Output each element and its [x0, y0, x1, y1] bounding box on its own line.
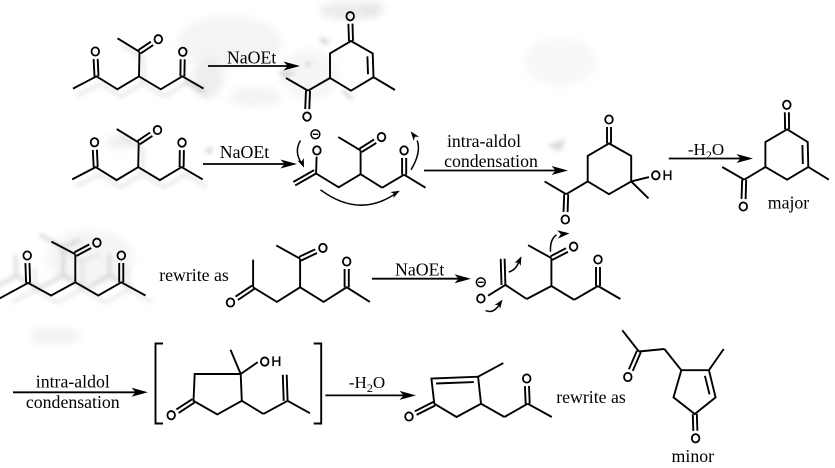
svg-text:H: H: [271, 354, 281, 369]
svg-text:-H2O: -H2O: [349, 373, 385, 395]
svg-text:condensation: condensation: [26, 392, 120, 412]
svg-text:-H2O: -H2O: [688, 140, 724, 162]
svg-text:NaOEt: NaOEt: [227, 48, 276, 68]
svg-text:NaOEt: NaOEt: [220, 142, 269, 162]
svg-text:minor: minor: [672, 446, 715, 463]
svg-text:rewrite as: rewrite as: [556, 387, 626, 407]
svg-text:NaOEt: NaOEt: [395, 259, 444, 279]
svg-text:major: major: [768, 192, 810, 212]
svg-text:intra-aldol: intra-aldol: [36, 372, 110, 392]
svg-text:condensation: condensation: [444, 151, 538, 171]
svg-text:H: H: [663, 168, 673, 183]
svg-text:intra-aldol: intra-aldol: [447, 131, 521, 151]
svg-text:rewrite as: rewrite as: [159, 265, 229, 285]
